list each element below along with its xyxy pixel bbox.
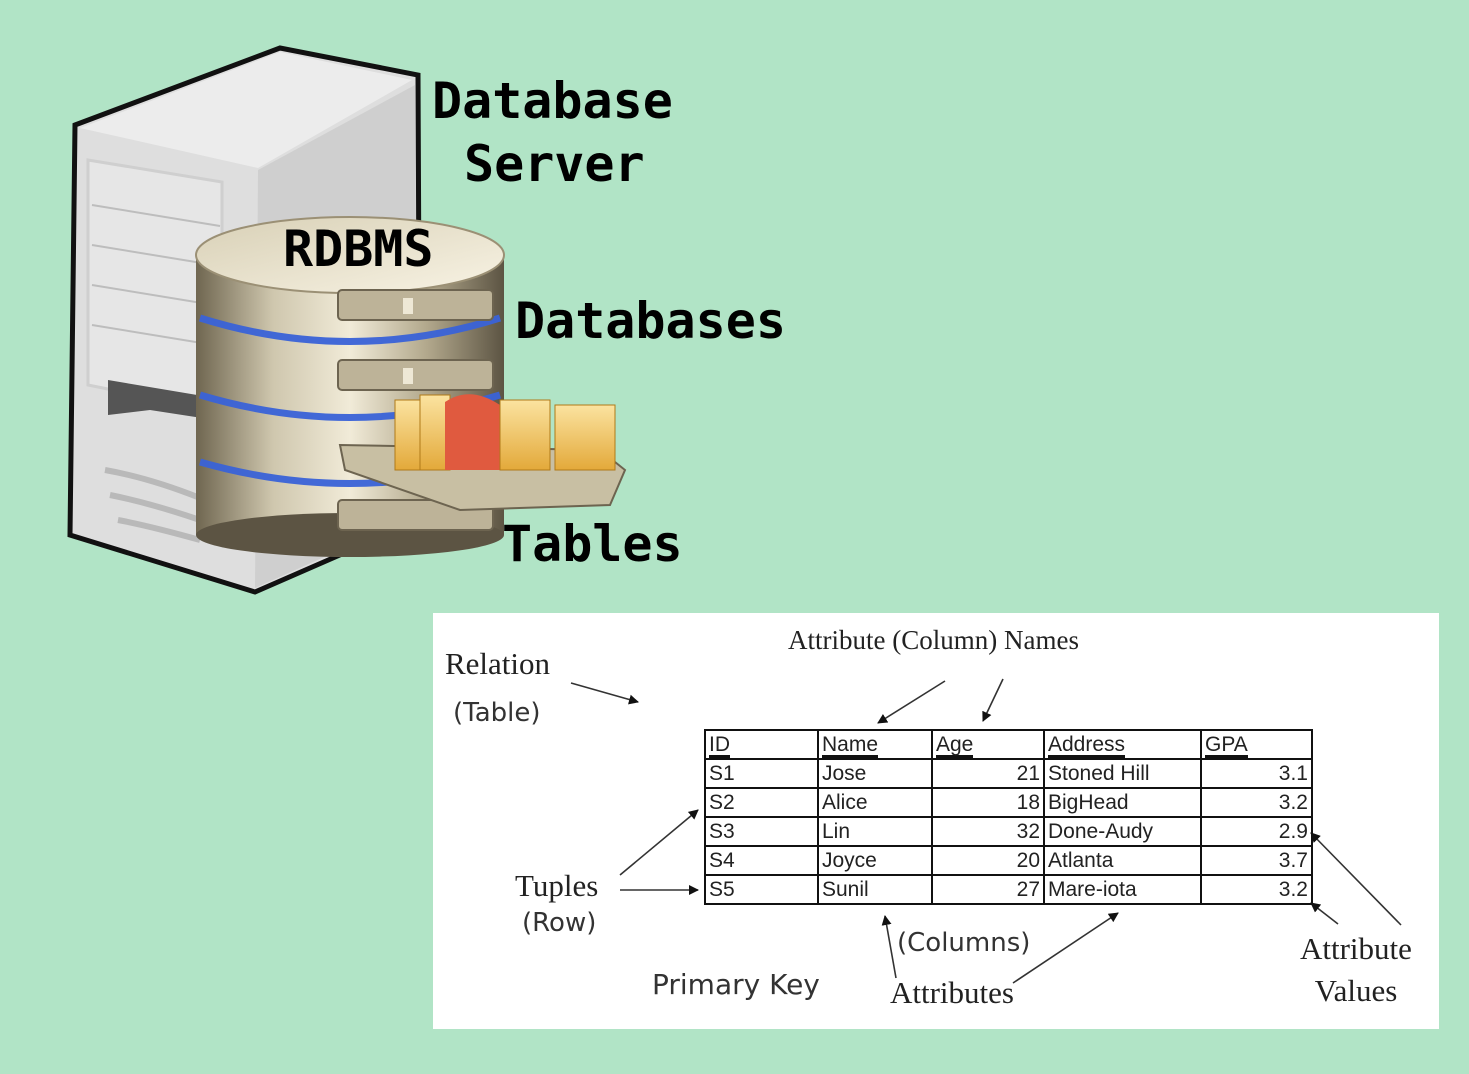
column-header-address: Address <box>1043 729 1202 760</box>
row-label: (Row) <box>522 908 597 938</box>
tuples-label: Tuples <box>515 868 599 903</box>
database-cylinder-icon <box>195 216 505 557</box>
table-row: S3 Lin 32 Done-Audy 2.9 <box>704 816 1313 847</box>
attributes-label: Attributes <box>890 975 1014 1010</box>
cell-address: BigHead <box>1043 787 1202 818</box>
cell-address: Stoned Hill <box>1043 758 1202 789</box>
cell-gpa: 3.1 <box>1200 758 1313 789</box>
cell-id: S5 <box>704 874 819 905</box>
attribute-name-arrow-1 <box>877 680 946 724</box>
table-header-row: ID Name Age Address GPA <box>704 729 1313 760</box>
cell-age: 18 <box>931 787 1045 818</box>
table-row: S4 Joyce 20 Atlanta 3.7 <box>704 845 1313 876</box>
cell-name: Lin <box>817 816 933 847</box>
column-header-id: ID <box>704 729 819 760</box>
column-header-gpa: GPA <box>1200 729 1313 760</box>
cell-id: S4 <box>704 845 819 876</box>
cell-address: Atlanta <box>1043 845 1202 876</box>
rdbms-label: RDBMS <box>283 220 434 278</box>
cell-gpa: 3.2 <box>1200 874 1313 905</box>
attribute-name-arrow-2 <box>982 678 1004 722</box>
relation-table: ID Name Age Address GPA S1 Jose 21 Stone… <box>704 729 1313 905</box>
relation-arrow <box>570 682 639 705</box>
file-drawer-icon <box>338 394 627 512</box>
cell-gpa: 3.7 <box>1200 845 1313 876</box>
cell-age: 32 <box>931 816 1045 847</box>
cell-age: 21 <box>931 758 1045 789</box>
database-server-label: Database Server <box>432 70 673 195</box>
relation-label: Relation <box>445 646 551 681</box>
attribute-values-line-1: Attribute <box>1300 931 1412 966</box>
table-row: S5 Sunil 27 Mare-iota 3.2 <box>704 874 1313 905</box>
server-label-line-1: Database <box>432 72 673 130</box>
database-server-illustration <box>67 45 627 595</box>
attributes-arrow-1 <box>881 915 897 979</box>
column-header-age: Age <box>931 729 1045 760</box>
diagram-arrows <box>570 678 1402 984</box>
attribute-values-arrow-1 <box>1310 832 1402 926</box>
cell-gpa: 2.9 <box>1200 816 1313 847</box>
column-header-name: Name <box>817 729 933 760</box>
cell-name: Jose <box>817 758 933 789</box>
cell-address: Mare-iota <box>1043 874 1202 905</box>
databases-label: Databases <box>515 292 786 350</box>
tables-label: Tables <box>502 515 683 573</box>
table-row: S1 Jose 21 Stoned Hill 3.1 <box>704 758 1313 789</box>
cell-name: Sunil <box>817 874 933 905</box>
cell-gpa: 3.2 <box>1200 787 1313 818</box>
attributes-arrow-2 <box>1012 912 1119 984</box>
cell-age: 20 <box>931 845 1045 876</box>
attribute-names-label: Attribute (Column) Names <box>788 625 1079 655</box>
cell-address: Done-Audy <box>1043 816 1202 847</box>
cell-age: 27 <box>931 874 1045 905</box>
cell-id: S3 <box>704 816 819 847</box>
attribute-values-line-2: Values <box>1314 973 1398 1008</box>
cell-name: Joyce <box>817 845 933 876</box>
primary-key-label: Primary Key <box>652 968 820 1001</box>
relation-diagram-panel: Attribute (Column) Names Relation (Table… <box>433 613 1439 1029</box>
table-row: S2 Alice 18 BigHead 3.2 <box>704 787 1313 818</box>
cell-name: Alice <box>817 787 933 818</box>
attribute-values-label: Attribute Values <box>1300 928 1412 1012</box>
attribute-values-arrow-2 <box>1310 902 1339 925</box>
cell-id: S2 <box>704 787 819 818</box>
table-label: (Table) <box>453 698 541 728</box>
server-label-line-2: Server <box>464 134 645 193</box>
cell-id: S1 <box>704 758 819 789</box>
tuples-arrow-1 <box>619 809 699 876</box>
columns-label: (Columns) <box>897 928 1031 958</box>
